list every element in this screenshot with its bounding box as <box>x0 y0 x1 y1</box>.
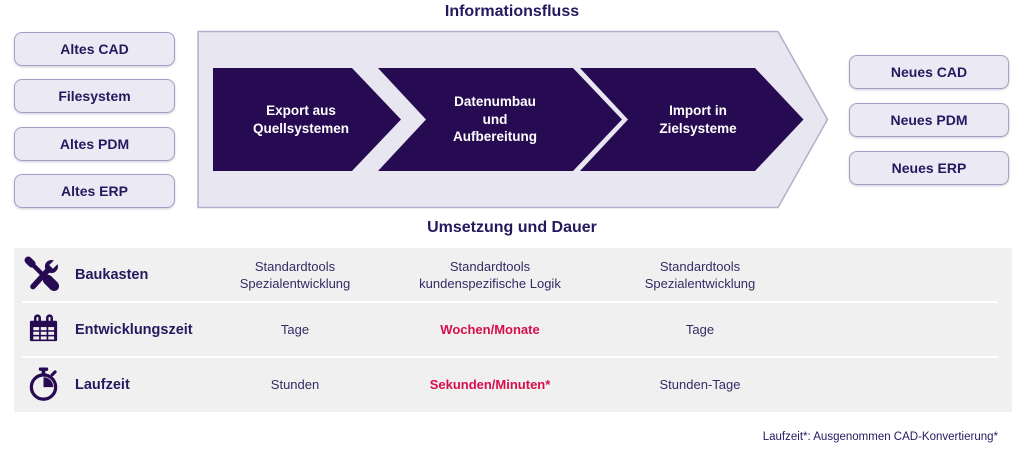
flow-title: Informationsfluss <box>444 3 580 20</box>
calendar-icon <box>14 312 72 347</box>
target-box-neues-pdm: Neues PDM <box>849 103 1009 137</box>
cell-laufzeit-step1: Stunden <box>270 376 320 392</box>
row-label-baukasten: Baukasten <box>75 267 149 284</box>
source-box-altes-pdm: Altes PDM <box>14 127 175 161</box>
cell-entwicklungszeit-step1: Tage <box>280 322 310 338</box>
tools-icon <box>14 256 72 294</box>
source-box-altes-cad: Altes CAD <box>14 32 175 66</box>
footnote: Laufzeit*: Ausgenommen CAD-Konvertierung… <box>762 431 998 443</box>
cell-laufzeit-step3: Stunden-Tage <box>659 376 741 392</box>
cell-baukasten-step2: Standardtools kundenspezifische Logik <box>419 258 561 292</box>
flow-arrows-graphic <box>197 30 829 209</box>
table-row-entwicklungszeit: Entwicklungszeit Tage Wochen/Monate Tage <box>14 303 1012 358</box>
source-box-filesystem: Filesystem <box>14 79 175 113</box>
implementation-table: Baukasten Standardtools Spezialentwicklu… <box>14 248 1012 412</box>
row-divider <box>22 301 998 303</box>
table-row-baukasten: Baukasten Standardtools Spezialentwicklu… <box>14 248 1012 303</box>
step-label-export: Export aus Quellsystemen <box>252 102 350 136</box>
row-label-entwicklungszeit: Entwicklungszeit <box>75 321 193 338</box>
cell-baukasten-step3: Standardtools Spezialentwicklung <box>644 258 756 292</box>
table-title: Umsetzung und Dauer <box>427 219 597 236</box>
row-label-laufzeit: Laufzeit <box>75 376 130 393</box>
stopwatch-icon <box>14 366 72 403</box>
cell-entwicklungszeit-step3: Tage <box>685 322 715 338</box>
step-arrow-import <box>580 68 804 171</box>
step-label-datenumbau: Datenumbau und Aufbereitung <box>453 93 537 145</box>
target-box-neues-cad: Neues CAD <box>849 55 1009 89</box>
row-divider <box>22 356 998 358</box>
cell-entwicklungszeit-step2: Wochen/Monate <box>440 322 540 338</box>
cell-laufzeit-step2: Sekunden/Minuten* <box>429 376 551 392</box>
step-arrow-export <box>213 68 401 171</box>
source-box-altes-erp: Altes ERP <box>14 174 175 208</box>
target-box-neues-erp: Neues ERP <box>849 151 1009 185</box>
step-label-import: Import in Zielsysteme <box>659 102 737 136</box>
cell-baukasten-step1: Standardtools Spezialentwicklung <box>239 258 351 292</box>
step-arrow-datenumbau <box>378 68 622 171</box>
table-row-laufzeit: Laufzeit Stunden Sekunden/Minuten* Stund… <box>14 357 1012 412</box>
